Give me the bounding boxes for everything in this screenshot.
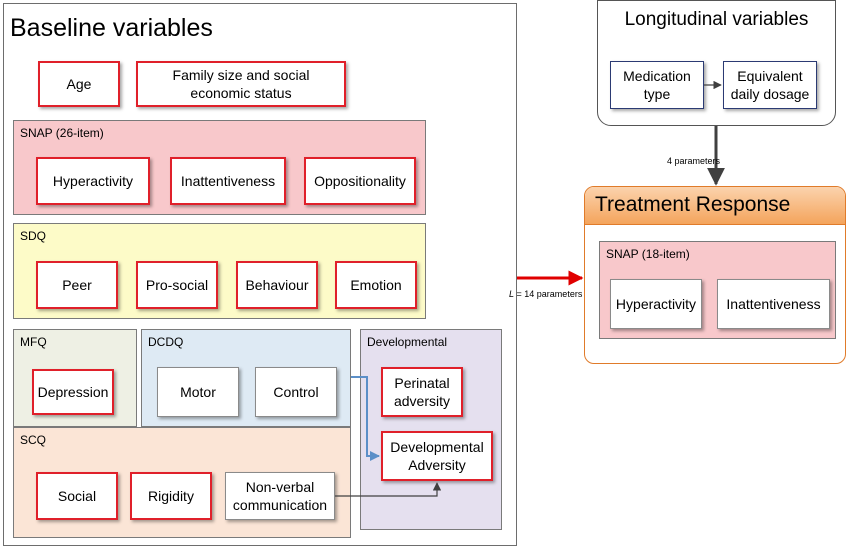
l-parameters-text: = 14 parameters — [516, 289, 583, 299]
equivalent-daily-dosage-label: Equivalent daily dosage — [730, 68, 810, 102]
medication-type-box: Medication type — [610, 61, 704, 109]
snap18-hyperactivity-label: Hyperactivity — [615, 296, 697, 312]
l-symbol: L — [509, 289, 515, 299]
developmental-title: Developmental — [367, 335, 448, 349]
dcdq-motor-label: Motor — [180, 384, 216, 400]
dcdq-motor: Motor — [157, 367, 239, 417]
developmental-adversity-box: Developmental Adversity — [381, 431, 493, 481]
sdq-title: SDQ — [20, 229, 47, 243]
dcdq-to-adversity-arrow — [351, 376, 380, 461]
sdq-behaviour: Behaviour — [236, 261, 318, 309]
sdq-peer: Peer — [36, 261, 118, 309]
sdq-emotion: Emotion — [335, 261, 417, 309]
snap26-title: SNAP (26-item) — [20, 126, 104, 140]
snap26-oppositionality-label: Oppositionality — [314, 173, 406, 189]
perinatal-adversity-label: Perinatal adversity — [393, 375, 451, 409]
mfq-depression: Depression — [32, 369, 114, 415]
scq-social-label: Social — [57, 488, 97, 504]
snap18-inattentiveness: Inattentiveness — [717, 279, 830, 329]
treatment-title: Treatment Response — [595, 193, 791, 216]
mfq-title: MFQ — [20, 335, 47, 349]
snap26-hyperactivity: Hyperactivity — [36, 157, 150, 205]
longitudinal-title: Longitudinal variables — [624, 9, 809, 30]
family-ses-label: Family size and social economic status — [172, 67, 310, 101]
dcdq-control: Control — [255, 367, 337, 417]
sdq-peer-label: Peer — [62, 277, 92, 293]
mfq-depression-label: Depression — [37, 384, 109, 400]
snap18-title: SNAP (18-item) — [606, 247, 690, 261]
scq-rigidity: Rigidity — [130, 472, 212, 520]
dcdq-title: DCDQ — [148, 335, 184, 349]
scq-title: SCQ — [20, 433, 47, 447]
snap18-inattentiveness-label: Inattentiveness — [726, 296, 821, 312]
l-parameters-label: L = 14 parameters — [509, 289, 582, 299]
age-label: Age — [66, 76, 92, 92]
perinatal-adversity-box: Perinatal adversity — [381, 367, 463, 417]
snap26-inattentiveness-label: Inattentiveness — [180, 173, 276, 189]
scq-nonverbal: Non-verbal communication — [225, 472, 335, 520]
scq-social: Social — [36, 472, 118, 520]
dcdq-control-label: Control — [273, 384, 319, 400]
scq-nonverbal-label: Non-verbal communication — [232, 479, 328, 513]
medication-type-label: Medication type — [623, 68, 691, 102]
snap26-oppositionality: Oppositionality — [304, 157, 416, 205]
developmental-adversity-label: Developmental Adversity — [390, 439, 484, 473]
snap26-inattentiveness: Inattentiveness — [170, 157, 286, 205]
treatment-header: Treatment Response — [585, 187, 845, 225]
sdq-emotion-label: Emotion — [350, 277, 402, 293]
scq-rigidity-label: Rigidity — [148, 488, 194, 504]
four-parameters-label: 4 parameters — [667, 156, 721, 166]
family-ses-box: Family size and social economic status — [136, 61, 346, 107]
snap26-hyperactivity-label: Hyperactivity — [52, 173, 134, 189]
nonverbal-to-adversity-arrow — [335, 482, 442, 497]
baseline-title: Baseline variables — [10, 14, 213, 42]
equivalent-daily-dosage-box: Equivalent daily dosage — [723, 61, 817, 109]
sdq-behaviour-label: Behaviour — [245, 277, 309, 293]
sdq-prosocial-label: Pro-social — [145, 277, 209, 293]
sdq-prosocial: Pro-social — [136, 261, 218, 309]
age-box: Age — [38, 61, 120, 107]
snap18-hyperactivity: Hyperactivity — [610, 279, 702, 329]
